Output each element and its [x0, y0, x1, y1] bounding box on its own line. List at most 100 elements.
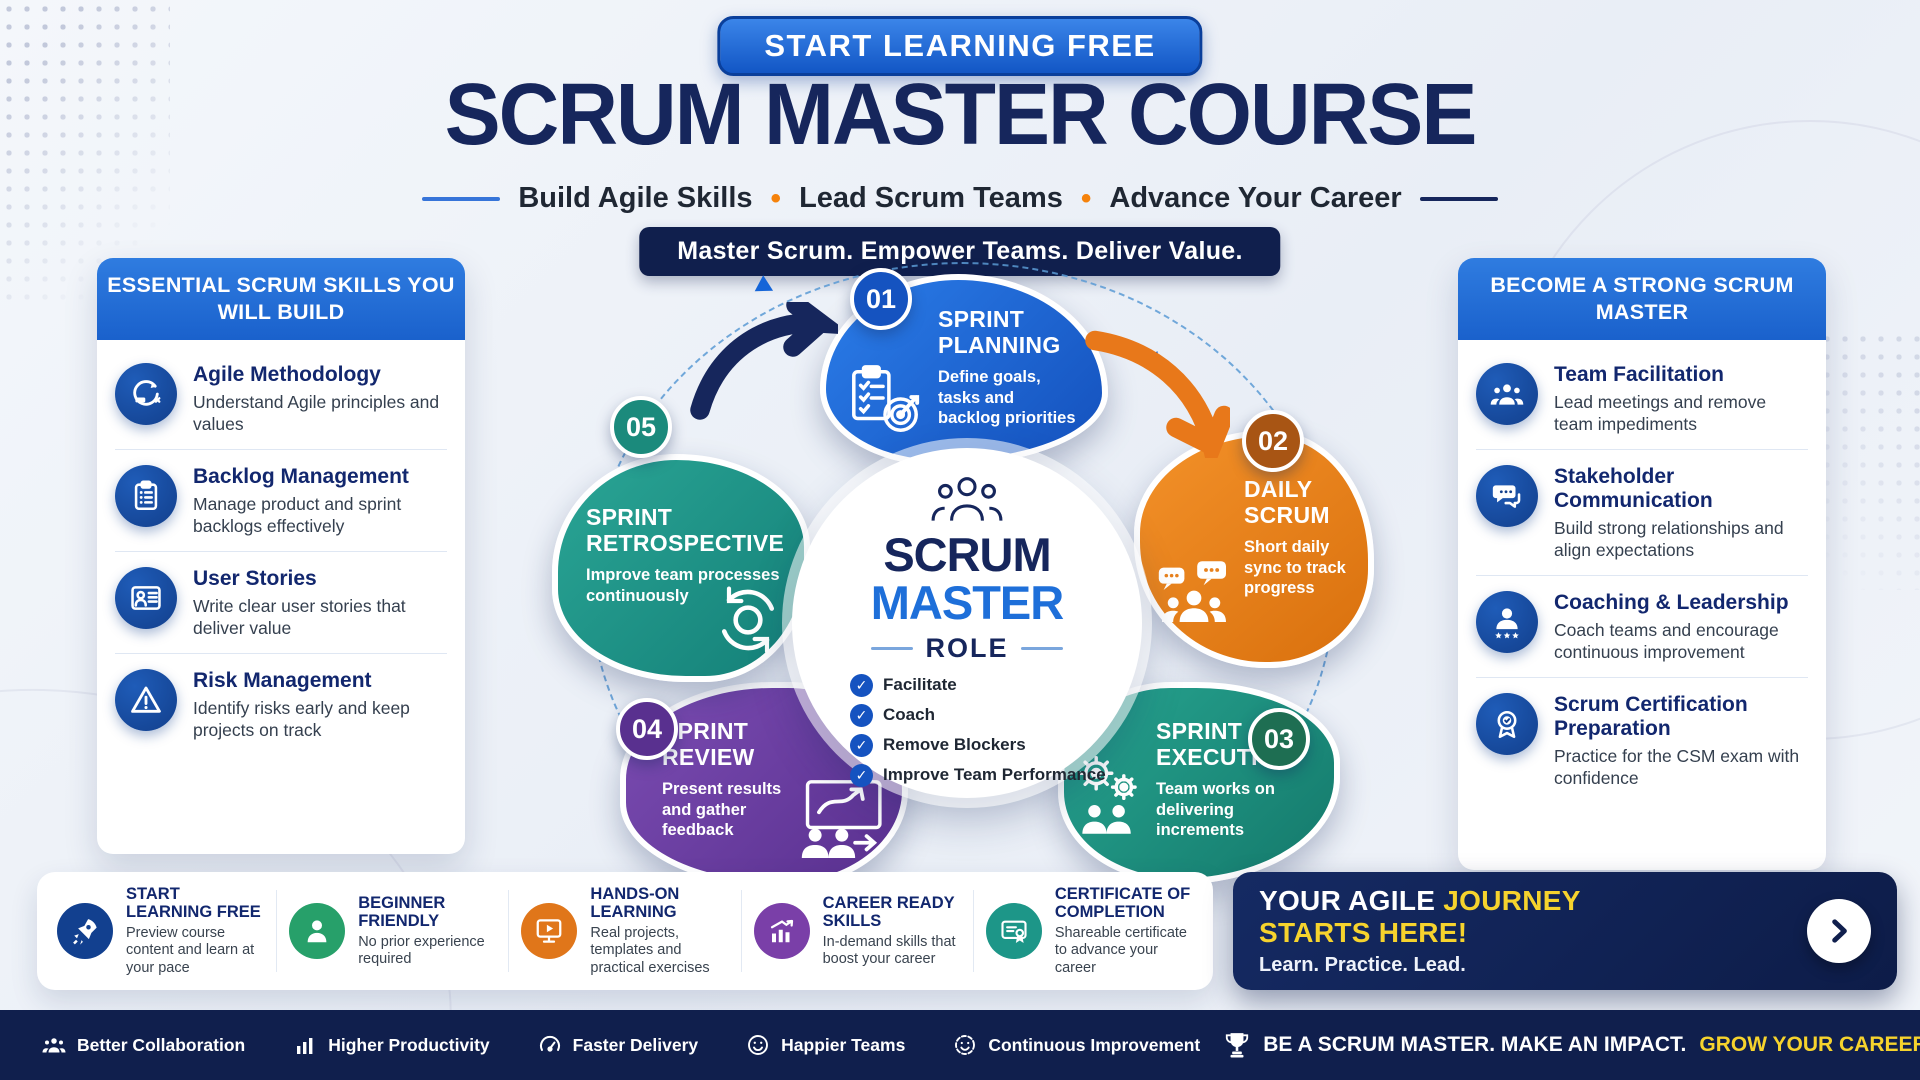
check-icon: ✓ — [850, 733, 873, 757]
step-title: SPRINT — [1156, 718, 1243, 744]
chart-up-icon — [753, 903, 810, 959]
feature-desc: Preview course content and learn at your… — [126, 924, 255, 976]
step-title: REVIEW — [662, 744, 755, 771]
step-number-badge: 03 — [1248, 708, 1310, 770]
scrum-master-role-hub: SCRUM MASTER ROLE ✓Facilitate ✓Coach ✓Re… — [792, 448, 1142, 798]
become-strong-panel: BECOME A STRONG SCRUM MASTER Team Facili… — [1458, 258, 1826, 870]
strength-item-coaching-leadership: Coaching & Leadership Coach teams and en… — [1476, 576, 1808, 678]
trophy-icon — [1226, 1033, 1249, 1058]
step-title: SPRINT — [586, 504, 673, 530]
feature-title: BEGINNER FRIENDLY — [358, 893, 446, 931]
strength-title: Stakeholder Communication — [1554, 464, 1713, 512]
cta-line-white: YOUR AGILE — [1259, 884, 1436, 916]
role-dash — [1020, 646, 1063, 651]
skill-title: Risk Management — [193, 668, 372, 692]
skill-desc: Understand Agile principles and values — [193, 391, 440, 435]
tagline-item: Build Agile Skills — [518, 182, 753, 214]
step-desc: Team works on delivering increments — [1156, 779, 1275, 840]
speedometer-icon — [539, 1035, 560, 1052]
strength-item-stakeholder-communication: Stakeholder Communication Build strong r… — [1476, 450, 1808, 576]
step-sprint-retrospective: SPRINT RETROSPECTIVE Improve team proces… — [552, 454, 810, 682]
strength-desc: Practice for the CSM exam with confidenc… — [1554, 745, 1800, 789]
step-desc: Improve team processes continuously — [586, 565, 780, 605]
step-title: SPRINT — [938, 306, 1025, 332]
warning-icon — [115, 668, 177, 731]
cta-subtext: Learn. Practice. Lead. — [1259, 954, 1466, 977]
footer-item-faster-delivery: Faster Delivery — [514, 1033, 723, 1057]
strength-item-team-facilitation: Team Facilitation Lead meetings and remo… — [1476, 348, 1808, 450]
tagline-left-line — [422, 196, 501, 201]
skill-title: User Stories — [193, 566, 317, 590]
person-icon — [289, 903, 346, 959]
cta-arrow-button[interactable] — [1807, 899, 1871, 963]
monitor-play-icon — [521, 903, 578, 959]
check-icon: ✓ — [850, 673, 873, 697]
strength-desc: Lead meetings and remove team impediment… — [1554, 391, 1767, 435]
feature-hands-on-learning: HANDS-ON LEARNING Real projects, templat… — [509, 885, 742, 976]
certificate-icon — [985, 903, 1042, 959]
feature-certificate: CERTIFICATE OF COMPLETION Shareable cert… — [974, 885, 1205, 976]
medal-icon — [1476, 692, 1538, 755]
step-number-badge: 04 — [616, 698, 678, 760]
chevron-right-icon — [1832, 919, 1847, 943]
feature-desc: Real projects, templates and practical e… — [590, 924, 710, 976]
features-bar: START LEARNING FREE Preview course conte… — [37, 872, 1213, 990]
step-desc: Define goals, tasks and backlog prioriti… — [938, 367, 1076, 428]
step-number-badge: 01 — [850, 268, 912, 330]
tagline-right-line — [1419, 196, 1498, 201]
footer-item-higher-productivity: Higher Productivity — [269, 1033, 513, 1057]
bar-chart-icon — [297, 1038, 313, 1054]
footer-item-continuous-improvement: Continuous Improvement — [929, 1033, 1224, 1057]
essential-skills-panel: ESSENTIAL SCRUM SKILLS YOU WILL BUILD Ag… — [97, 258, 465, 854]
tagline: Build Agile Skills • Lead Scrum Teams • … — [0, 182, 1920, 215]
skill-title: Agile Methodology — [193, 362, 381, 386]
feature-title: START LEARNING FREE — [126, 884, 261, 922]
strength-title: Scrum Certification Preparation — [1554, 692, 1748, 740]
scrum-cycle-diagram: SPRINT PLANNING Define goals, tasks and … — [520, 262, 1405, 917]
skill-item-risk-management: Risk Management Identify risks early and… — [115, 654, 447, 755]
feature-career-ready-skills: CAREER READY SKILLS In-demand skills tha… — [742, 890, 974, 972]
role-dash — [871, 646, 914, 651]
step-sprint-planning: SPRINT PLANNING Define goals, tasks and … — [820, 274, 1108, 466]
feature-title: CERTIFICATE OF COMPLETION — [1054, 884, 1191, 922]
role-duty: ✓Remove Blockers — [850, 733, 1106, 757]
footer-message-white: BE A SCRUM MASTER. MAKE AN IMPACT. — [1263, 1033, 1687, 1056]
step-number-badge: 02 — [1242, 410, 1304, 472]
navy-swoosh-arrow — [690, 302, 838, 420]
step-daily-scrum: DAILY SCRUM Short daily sync to track pr… — [1134, 430, 1374, 668]
people-icon — [930, 474, 1004, 529]
footer-message-yellow: GROW YOUR CAREER. — [1699, 1033, 1920, 1056]
gears-team-icon — [1078, 755, 1137, 834]
leader-icon — [1476, 590, 1538, 653]
check-icon: ✓ — [850, 763, 873, 787]
hub-title-master: MASTER — [870, 575, 1064, 629]
tagline-item: Lead Scrum Teams — [799, 182, 1063, 214]
footer-item-happier-teams: Happier Teams — [722, 1033, 929, 1057]
planning-clipboard-target-icon — [852, 365, 920, 432]
role-duty: ✓Improve Team Performance — [850, 763, 1106, 787]
tagline-item: Advance Your Career — [1109, 182, 1402, 214]
become-strong-panel-title: BECOME A STRONG SCRUM MASTER — [1458, 258, 1826, 340]
cta-card[interactable]: YOUR AGILE JOURNEY STARTS HERE! Learn. P… — [1233, 872, 1897, 990]
step-title: SCRUM — [1244, 502, 1330, 529]
strength-desc: Coach teams and encourage continuous imp… — [1554, 619, 1779, 663]
start-learning-free-badge[interactable]: START LEARNING FREE — [717, 16, 1203, 76]
rocket-icon — [57, 903, 113, 959]
skill-desc: Identify risks early and keep projects o… — [193, 697, 410, 741]
hub-title-role: ROLE — [925, 632, 1009, 663]
bullet-separator: • — [770, 181, 782, 215]
continuous-improvement-icon — [955, 1035, 976, 1055]
feature-desc: In-demand skills that boost your career — [822, 933, 956, 967]
feature-desc: No prior experience required — [358, 933, 485, 967]
retro-loop-icon — [721, 586, 775, 654]
chat-icon — [1476, 464, 1538, 527]
role-duties-list: ✓Facilitate ✓Coach ✓Remove Blockers ✓Imp… — [850, 673, 1106, 787]
bullet-separator: • — [1080, 181, 1092, 215]
skill-desc: Write clear user stories that deliver va… — [193, 595, 406, 639]
footer-item-better-collaboration: Better Collaboration — [42, 1033, 269, 1057]
clipboard-icon — [115, 464, 177, 527]
essential-skills-panel-title: ESSENTIAL SCRUM SKILLS YOU WILL BUILD — [97, 258, 465, 340]
orange-swoosh-arrow — [1085, 330, 1230, 458]
feature-beginner-friendly: BEGINNER FRIENDLY No prior experience re… — [277, 890, 510, 972]
